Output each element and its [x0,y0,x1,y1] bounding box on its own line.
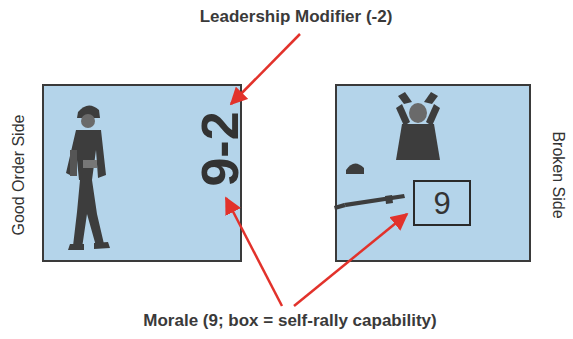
callout-label: Leadership Modifier (-2) [200,8,393,27]
broken-figure [334,92,440,210]
counter-front: Good Order Side9-2 [42,84,242,262]
side-label: Broken Side [550,131,566,218]
soldier-figure [66,105,110,250]
callout-label: Morale (9; box = self-rally capability) [143,312,436,331]
morale-box: 9 [413,180,471,226]
side-label: Good Order Side [11,115,27,236]
counter-back: Broken Side9 [335,84,531,262]
leader-rating: 9-2 [194,111,246,186]
leader-arrows [226,34,407,306]
morale-value: 9 [433,188,450,219]
